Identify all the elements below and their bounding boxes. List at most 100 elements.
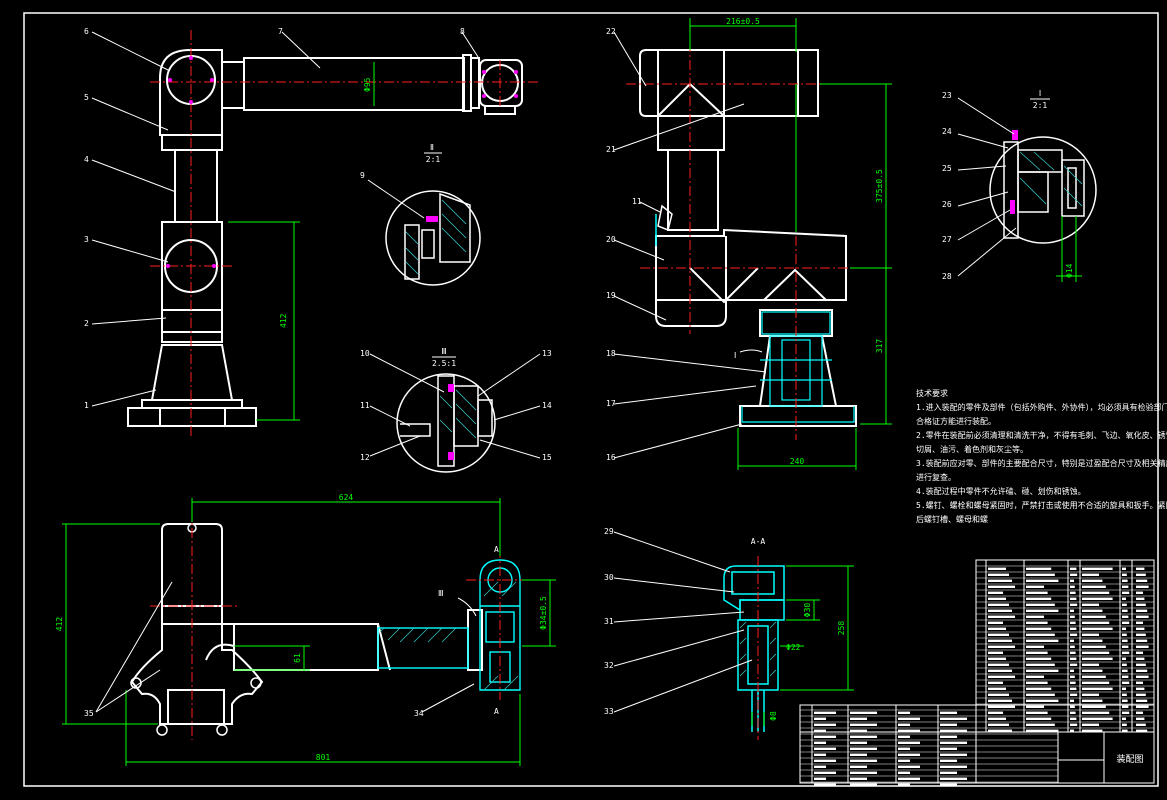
title-block-cell-text xyxy=(850,741,867,744)
title-block-cell-text xyxy=(814,711,836,714)
part-34: 34 xyxy=(414,709,424,718)
dim-side-top-width: 216±0.5 xyxy=(726,17,760,26)
front-view-markers xyxy=(166,56,518,268)
parts-list-cell-text xyxy=(1136,699,1148,702)
parts-list-cell-text xyxy=(1122,585,1129,588)
parts-list-cell-text xyxy=(1136,669,1148,672)
parts-list-cell-text xyxy=(1122,645,1129,648)
parts-list-cell-text xyxy=(988,627,1006,630)
parts-list-cell-text xyxy=(1070,681,1076,684)
part-31: 31 xyxy=(604,617,614,626)
parts-list-cell-text xyxy=(1136,657,1145,660)
parts-list-cell-text xyxy=(1070,729,1074,732)
parts-list-cell-text xyxy=(1122,579,1128,582)
title-block-cell-text xyxy=(940,723,957,726)
part-22: 22 xyxy=(606,27,616,36)
parts-list-cell-text xyxy=(1082,633,1099,636)
parts-list-cell-text xyxy=(1070,663,1078,666)
parts-list-cell-text xyxy=(1026,609,1059,612)
parts-list-cell-text xyxy=(1026,597,1052,600)
parts-list-cell-text xyxy=(1122,591,1130,594)
title-block-cell-text xyxy=(940,783,957,786)
parts-list-cell-text xyxy=(1026,591,1048,594)
part-17: 17 xyxy=(606,399,616,408)
front-view-leaders xyxy=(91,31,481,407)
parts-list-cell-text xyxy=(1122,573,1127,576)
parts-list-cell-text xyxy=(1070,687,1077,690)
parts-list-cell-text xyxy=(1070,693,1078,696)
parts-list-cell-text xyxy=(1070,591,1076,594)
parts-list-cell-text xyxy=(1026,675,1044,678)
parts-list-cell-text xyxy=(1082,675,1106,678)
parts-list-cell-text xyxy=(988,717,1006,720)
parts-list-cell-text xyxy=(1070,615,1075,618)
title-block-cell-text xyxy=(940,735,957,738)
parts-list-rows xyxy=(976,565,1154,732)
parts-list-cell-text xyxy=(1122,723,1127,726)
title-block-cell-text xyxy=(814,741,826,744)
parts-list-cell-text xyxy=(1026,657,1052,660)
parts-list-cell-text xyxy=(1082,687,1113,690)
plan-view-markers xyxy=(130,523,262,736)
parts-list-cell-text xyxy=(988,609,1012,612)
part-15: 15 xyxy=(542,453,552,462)
part-23: 23 xyxy=(942,91,952,100)
parts-list-cell-text xyxy=(1122,693,1127,696)
part-18: 18 xyxy=(606,349,616,358)
parts-list-cell-text xyxy=(1122,657,1126,660)
parts-list-cell-text xyxy=(1136,621,1143,624)
parts-list-cell-text xyxy=(1122,609,1128,612)
side-view-part-11-shape xyxy=(657,204,673,232)
dim-aa-dia3: Φ8 xyxy=(769,711,778,721)
parts-list-cell-text xyxy=(1082,651,1110,654)
title-block-cell-text xyxy=(898,711,910,714)
drawing-border xyxy=(23,12,1159,787)
parts-list-cell-text xyxy=(988,723,1009,726)
title-block-cell-text xyxy=(850,765,867,768)
technical-notes: 技术要求 1.进入装配的零件及部件（包括外购件、外协件），均必须具有检验部门的 … xyxy=(916,388,1167,524)
parts-list-cell-text xyxy=(1136,603,1146,606)
title-block-cell-text xyxy=(898,747,910,750)
view-mark-a-bottom: A xyxy=(494,707,499,716)
parts-list-cell-text xyxy=(1082,723,1099,726)
parts-list-cell-text xyxy=(1026,573,1055,576)
parts-list-cell-text xyxy=(1026,633,1055,636)
section-a-a-hatch xyxy=(739,621,777,677)
part-16: 16 xyxy=(606,453,616,462)
parts-list-cell-text xyxy=(1136,705,1149,708)
parts-list-cell-text xyxy=(1070,633,1078,636)
parts-list-cell-text xyxy=(1082,585,1106,588)
parts-list-cell-text xyxy=(1122,669,1128,672)
dim-arm-dia: Φ95 xyxy=(363,77,372,92)
parts-list-cell-text xyxy=(1026,705,1044,708)
side-view-leaders xyxy=(613,31,767,459)
title-block-cell-text xyxy=(898,753,920,756)
detail-1-number: Ⅰ xyxy=(1039,89,1041,98)
tech-note-line-1: 1.进入装配的零件及部件（包括外购件、外协件），均必须具有检验部门的 xyxy=(916,402,1167,412)
parts-list-cell-text xyxy=(1082,603,1099,606)
title-block-cell-text xyxy=(814,729,826,732)
part-11-side: 11 xyxy=(632,197,642,206)
section-a-a-leaders xyxy=(613,531,753,713)
detail-view-9 xyxy=(367,179,481,286)
parts-list-cell-text xyxy=(1136,711,1143,714)
title-block-cell-text xyxy=(898,717,920,720)
parts-list-cell-text xyxy=(1026,585,1044,588)
title-block-cell-text xyxy=(850,753,867,756)
view-mark-a-top: A xyxy=(494,545,499,554)
parts-list-cell-text xyxy=(1026,717,1052,720)
parts-list-cell-text xyxy=(1070,579,1074,582)
parts-list-cell-text xyxy=(1122,567,1126,570)
parts-list-cell-text xyxy=(1070,717,1077,720)
part-2: 2 xyxy=(84,319,89,328)
parts-list-cell-text xyxy=(1070,609,1074,612)
parts-list-cell-text xyxy=(1082,609,1103,612)
title-block-cell-text xyxy=(814,717,826,720)
part-35: 35 xyxy=(84,709,94,718)
title-block-cell-text xyxy=(940,753,967,756)
parts-list-cell-text xyxy=(1082,639,1103,642)
dim-aa-height: 258 xyxy=(837,621,846,636)
parts-list-cell-text xyxy=(1070,711,1076,714)
parts-list-cell-text xyxy=(1122,699,1128,702)
